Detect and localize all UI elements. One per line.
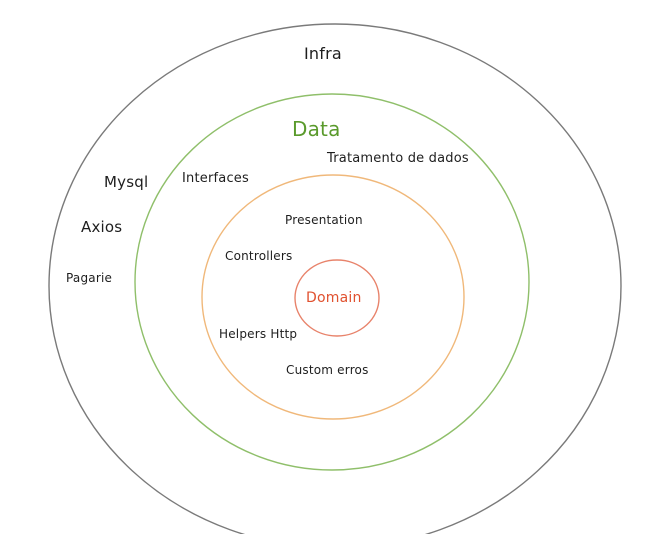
infra-item-pagarie: Pagarie [66,271,113,285]
presentation-title: Presentation [285,213,363,227]
data-title: Data [292,117,341,141]
presentation-ring [201,174,465,420]
presentation-item-custom-erros: Custom erros [286,363,369,377]
presentation-item-helpers-http: Helpers Http [219,327,298,341]
infra-item-axios: Axios [81,218,123,236]
infra-ring [48,23,622,534]
domain-title: Domain [306,290,362,306]
data-ring [134,93,530,471]
presentation-item-controllers: Controllers [225,249,293,263]
infra-title: Infra [304,44,342,63]
data-item-interfaces: Interfaces [182,171,249,186]
infra-item-mysql: Mysql [104,173,149,191]
data-item-tratamento: Tratamento de dados [327,151,469,166]
domain-ring [294,259,380,337]
